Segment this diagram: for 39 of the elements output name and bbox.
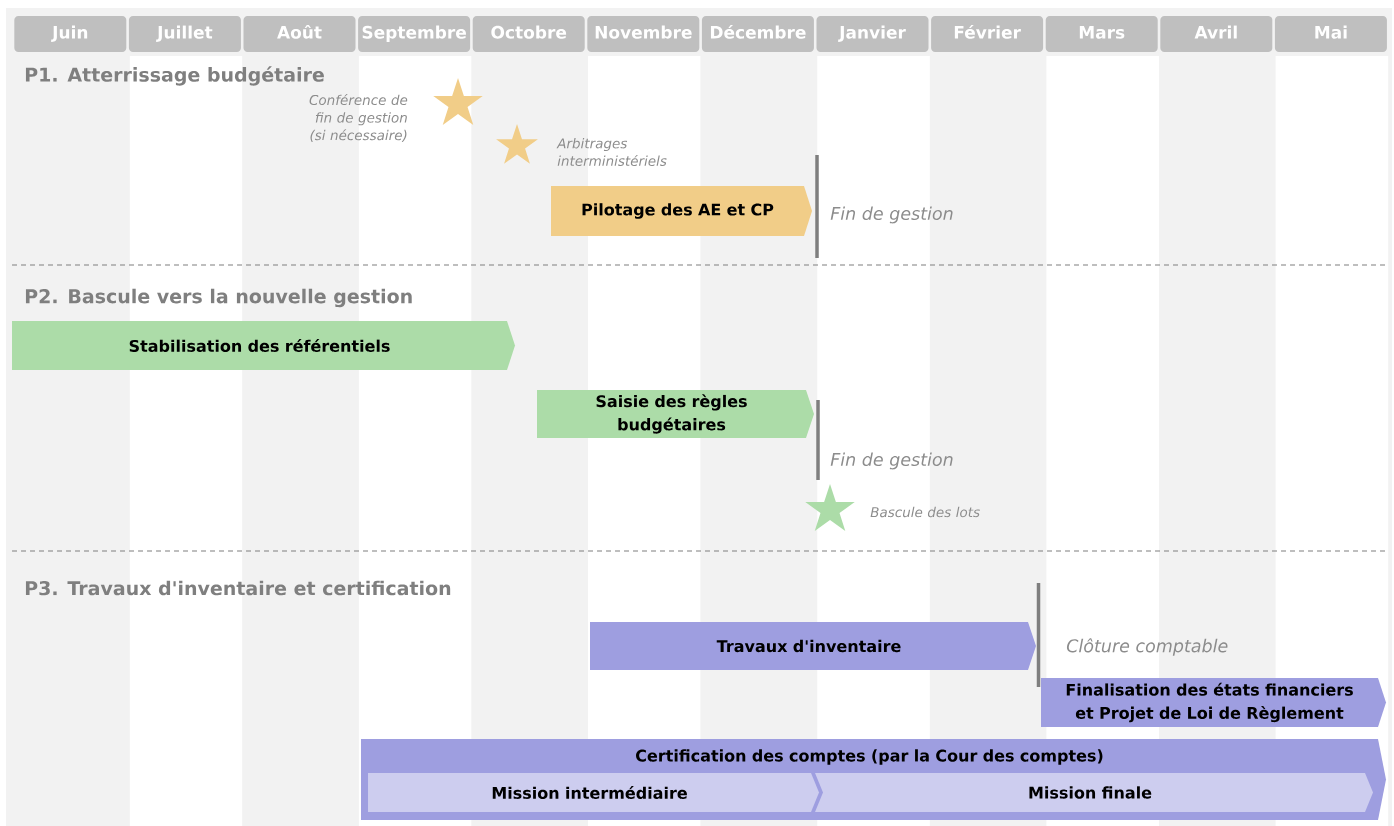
month-header: Janvier — [816, 16, 929, 52]
section-title: P1. Atterrissage budgétaire — [25, 66, 324, 86]
node-label: Juin — [51, 25, 88, 42]
node-label: Novembre — [595, 25, 692, 39]
star-caption: Conférence de fin de gestion (si nécessaire) — [309, 94, 408, 142]
node-label: Mars — [1079, 26, 1125, 39]
month-header: Décembre — [701, 16, 814, 52]
milestone-label: Clôture comptable — [1066, 638, 1228, 656]
node-label: Avril — [1194, 25, 1237, 39]
arrow-bar: Saisie des règles budgétaires — [537, 390, 814, 438]
node-label: Octobre — [491, 25, 567, 39]
milestone-label: Fin de gestion — [830, 452, 953, 470]
star-marker — [433, 78, 483, 126]
arrow-bar: Mission finale — [815, 773, 1373, 812]
arrow-bar: Pilotage des AE et CP — [551, 186, 812, 236]
arrow-bar: Mission intermédiaire — [368, 773, 819, 812]
node-label: Août — [277, 24, 322, 39]
month-header: Septembre — [358, 16, 471, 52]
month-header: Mai — [1274, 16, 1387, 52]
month-header: Août — [243, 16, 356, 52]
month-header: Juin — [14, 16, 127, 52]
node-label: Septembre — [362, 25, 466, 43]
month-header: Octobre — [472, 16, 585, 52]
milestone-label: Fin de gestion — [830, 206, 953, 224]
month-header: Novembre — [587, 16, 700, 52]
arrow-bar: Finalisation des états financiers et Projet de Loi de Règlement — [1041, 678, 1386, 727]
star-caption: Arbitrages interministériels — [556, 137, 667, 166]
star-caption: Bascule des lots — [870, 506, 980, 518]
node-label: Février — [954, 24, 1021, 39]
arrow-bar: Travaux d'inventaire — [590, 622, 1036, 670]
node-label: Janvier — [838, 25, 906, 42]
month-header: Février — [931, 16, 1044, 52]
arrow-bar: Stabilisation des référentiels — [12, 321, 515, 370]
month-header: Mars — [1045, 16, 1158, 52]
month-header: Avril — [1160, 16, 1273, 52]
month-header: Juillet — [128, 16, 241, 52]
section-title: P3. Travaux d'inventaire et certification — [25, 580, 451, 596]
star-marker — [805, 484, 855, 532]
star-marker — [496, 124, 538, 164]
